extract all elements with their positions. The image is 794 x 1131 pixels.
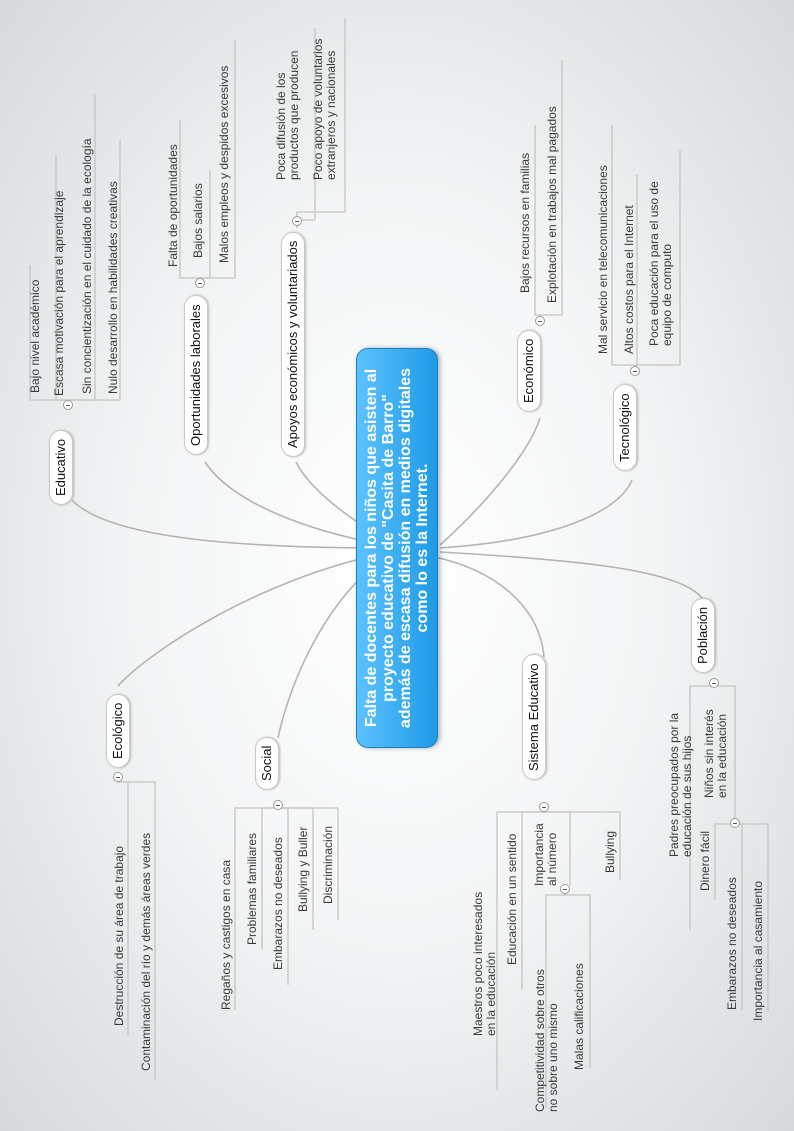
leaf-poblacion-sub-2: Embarazos no deseados: [725, 877, 739, 1010]
leaf-tecnologico-1: Mal servicio en telecomunicaciones: [596, 165, 610, 354]
topic-poblacion[interactable]: Población: [691, 597, 715, 673]
leaf-sistema-sub-2: Malas calificaciones: [572, 963, 586, 1070]
leaf-educativo-3: Sin concientización en el cuidado de la …: [80, 138, 94, 394]
leaf-sistema-2: Educación en un sentido: [505, 833, 519, 965]
collapse-icon[interactable]: [195, 278, 205, 288]
leaf-social-3: Embarazos no deseados: [271, 837, 285, 970]
topic-educativo[interactable]: Educativo: [49, 429, 73, 505]
leaf-sistema-4: Bullying: [603, 830, 617, 873]
collapse-icon[interactable]: [539, 802, 549, 812]
topic-apoyos-economicos[interactable]: Apoyos económicos y voluntariados: [281, 231, 305, 457]
link-ecologico: [117, 551, 391, 687]
leaf-social-4: Bullying y Buller: [296, 826, 310, 912]
leaf-social-2: Problemas familiares: [245, 832, 259, 945]
leaf-economico-2: Explotación en trabajos mal pagados: [545, 106, 559, 303]
topic-economico[interactable]: Económico: [517, 329, 541, 412]
leaf-social-5: Discriminación: [321, 825, 335, 904]
topic-sistema-educativo[interactable]: Sistema Educativo: [522, 654, 546, 780]
topic-social[interactable]: Social: [255, 736, 279, 790]
collapse-icon[interactable]: [63, 400, 73, 410]
collapse-icon[interactable]: [273, 800, 283, 810]
leaf-ecologico-1: Destrucción de su área de trabajo: [112, 845, 126, 1026]
leaf-tecnologico-2: Altos costos para el Internet: [622, 205, 636, 354]
collapse-icon[interactable]: [535, 316, 545, 326]
topic-ecologico[interactable]: Ecológico: [106, 693, 130, 768]
leaf-educativo-1: Bajo nivel académico: [28, 279, 42, 393]
link-sistema: [429, 555, 545, 658]
leaf-poblacion-sub-1: Dinero fácil: [698, 830, 712, 891]
leaf-oportunidades-3: Malos empleos y despidos excesivos: [217, 65, 231, 263]
leaf-educativo-2: Escasa motivación para el aprendizaje: [52, 190, 66, 396]
collapse-icon[interactable]: [292, 216, 302, 226]
leaf-ecologico-2: Contaminación del río y demás áreas verd…: [139, 832, 153, 1071]
leaf-oportunidades-1: Falta de oportunidades: [166, 144, 180, 267]
collapse-icon[interactable]: [113, 772, 123, 782]
link-economico: [439, 417, 541, 546]
leaf-educativo-4: Nulo desarrollo en habilidades creativas: [106, 181, 120, 394]
link-educativo: [71, 499, 391, 549]
collapse-icon[interactable]: [560, 884, 570, 894]
central-topic[interactable]: Falta de docentes para los niños que asi…: [356, 348, 438, 748]
link-poblacion: [439, 551, 703, 599]
collapse-icon[interactable]: [630, 366, 640, 376]
leaf-poblacion-sub-3: Importancia al casamiento: [751, 880, 765, 1021]
topic-oportunidades-laborales[interactable]: Oportunidades laborales: [184, 295, 208, 455]
collapse-icon[interactable]: [730, 818, 740, 828]
link-tecnologico: [439, 479, 633, 549]
leaf-economico-1: Bajos recursos en familias: [518, 152, 532, 293]
collapse-icon[interactable]: [709, 678, 719, 688]
leaf-social-1: Regaños y castigos en casa: [219, 859, 233, 1010]
leaf-oportunidades-2: Bajos salarios: [191, 183, 205, 258]
topic-tecnologico[interactable]: Tecnológico: [613, 384, 637, 471]
